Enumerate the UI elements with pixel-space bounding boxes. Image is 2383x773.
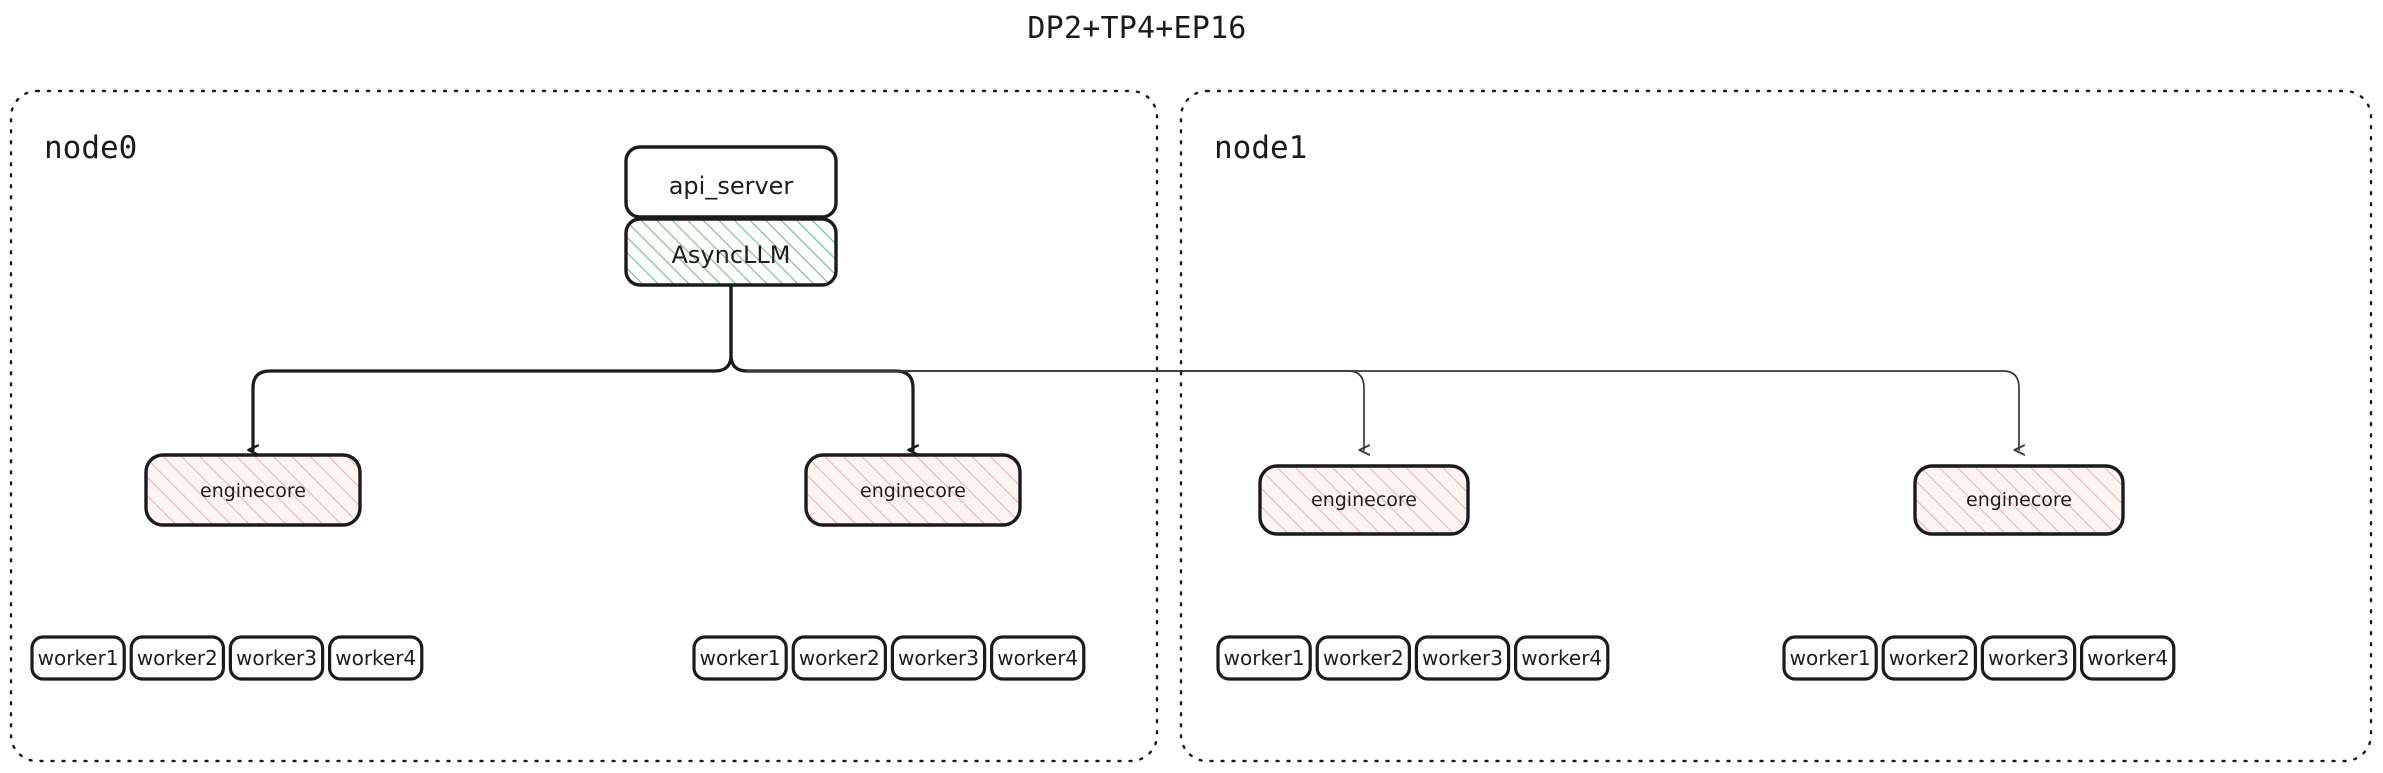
worker-label: worker3 — [1988, 646, 2069, 670]
worker-box[interactable] — [1315, 635, 1411, 681]
enginecore-node0-1[interactable]: enginecore — [804, 453, 1022, 527]
worker-label: worker4 — [335, 646, 416, 670]
worker-box[interactable] — [30, 635, 126, 681]
worker-row-node1-enginecore1: worker1 worker2 worker3 worker4 — [1782, 635, 2176, 681]
node0-label: node0 — [44, 130, 137, 166]
edge-asyncllm-stem-right — [729, 283, 749, 373]
enginecore-label: enginecore — [1966, 489, 2072, 511]
asyncllm-block[interactable]: AsyncLLM — [624, 217, 838, 287]
worker-chip-worker2[interactable]: worker2 — [1315, 635, 1411, 681]
worker-chip-worker2[interactable]: worker2 — [791, 635, 888, 681]
worker-chip-worker4[interactable]: worker4 — [1513, 635, 1610, 681]
node-group-node0: node0 — [9, 89, 1159, 763]
worker-box[interactable] — [1980, 635, 2077, 681]
worker-label: worker3 — [1422, 646, 1503, 670]
edge-asyncllm-stem-left — [713, 283, 733, 373]
worker-label: worker4 — [997, 646, 1078, 670]
edge-asyncllm-to-node0-ec1 — [745, 369, 913, 450]
worker-box[interactable] — [1414, 635, 1511, 681]
worker-chip-worker4[interactable]: worker4 — [989, 635, 1086, 681]
worker-row-node0-enginecore1: worker1 worker2 worker3 worker4 — [692, 635, 1086, 681]
edge-asyncllm-to-node1-ec0 — [746, 370, 1364, 450]
worker-chip-worker2[interactable]: worker2 — [1881, 635, 1977, 681]
enginecore-label: enginecore — [860, 480, 966, 502]
edge-asyncllm-to-node1-ec1 — [746, 370, 2019, 450]
enginecore-label: enginecore — [1311, 489, 1417, 511]
worker-label: worker2 — [137, 646, 218, 670]
worker-label: worker1 — [1224, 646, 1305, 670]
worker-box[interactable] — [692, 635, 788, 681]
asyncllm-box[interactable] — [624, 217, 838, 287]
node1-boundary — [1179, 89, 2373, 763]
worker-label: worker2 — [1323, 646, 1404, 670]
worker-label: worker4 — [2087, 646, 2168, 670]
worker-box[interactable] — [1881, 635, 1977, 681]
enginecore-box[interactable] — [144, 453, 362, 527]
worker-chip-worker1[interactable]: worker1 — [1216, 635, 1312, 681]
edge-asyncllm-to-node0-ec0 — [253, 369, 717, 450]
worker-box[interactable] — [1782, 635, 1878, 681]
worker-chip-worker3[interactable]: worker3 — [1980, 635, 2077, 681]
worker-chip-worker1[interactable]: worker1 — [692, 635, 788, 681]
worker-box[interactable] — [1513, 635, 1610, 681]
worker-chip-worker1[interactable]: worker1 — [30, 635, 126, 681]
worker-chip-worker4[interactable]: worker4 — [2080, 635, 2176, 681]
worker-label: worker1 — [1790, 646, 1871, 670]
worker-chip-worker3[interactable]: worker3 — [890, 635, 987, 681]
worker-box[interactable] — [989, 635, 1086, 681]
edge-layer — [253, 283, 2019, 450]
worker-chip-worker4[interactable]: worker4 — [328, 635, 424, 681]
worker-box[interactable] — [890, 635, 987, 681]
api-server-label: api_server — [669, 172, 794, 200]
node1-label: node1 — [1214, 130, 1307, 166]
worker-box[interactable] — [129, 635, 225, 681]
worker-chip-worker1[interactable]: worker1 — [1782, 635, 1878, 681]
enginecore-box[interactable] — [1258, 464, 1470, 536]
worker-row-node1-enginecore0: worker1 worker2 worker3 worker4 — [1216, 635, 1610, 681]
node0-boundary — [9, 89, 1159, 763]
node-group-node1: node1 — [1179, 89, 2373, 763]
worker-row-node0-enginecore0: worker1 worker2 worker3 worker4 — [30, 635, 424, 681]
enginecore-box[interactable] — [1913, 464, 2125, 536]
worker-box[interactable] — [1216, 635, 1312, 681]
worker-chip-worker3[interactable]: worker3 — [1414, 635, 1511, 681]
asyncllm-label: AsyncLLM — [672, 241, 791, 269]
worker-label: worker3 — [898, 646, 979, 670]
enginecore-box[interactable] — [804, 453, 1022, 527]
worker-label: worker2 — [1889, 646, 1970, 670]
api-server-box[interactable] — [624, 145, 838, 219]
worker-chip-worker2[interactable]: worker2 — [129, 635, 225, 681]
enginecore-node1-1[interactable]: enginecore — [1913, 464, 2125, 536]
enginecore-label: enginecore — [200, 480, 306, 502]
worker-box[interactable] — [228, 635, 325, 681]
worker-box[interactable] — [791, 635, 888, 681]
api-server-block[interactable]: api_server — [624, 145, 838, 219]
page-title: DP2+TP4+EP16 — [1027, 11, 1246, 46]
worker-box[interactable] — [2080, 635, 2176, 681]
worker-box[interactable] — [328, 635, 424, 681]
enginecore-node1-0[interactable]: enginecore — [1258, 464, 1470, 536]
worker-label: worker1 — [38, 646, 119, 670]
worker-label: worker3 — [236, 646, 317, 670]
worker-label: worker4 — [1521, 646, 1602, 670]
enginecore-node0-0[interactable]: enginecore — [144, 453, 362, 527]
worker-label: worker1 — [700, 646, 781, 670]
worker-label: worker2 — [799, 646, 880, 670]
worker-chip-worker3[interactable]: worker3 — [228, 635, 325, 681]
